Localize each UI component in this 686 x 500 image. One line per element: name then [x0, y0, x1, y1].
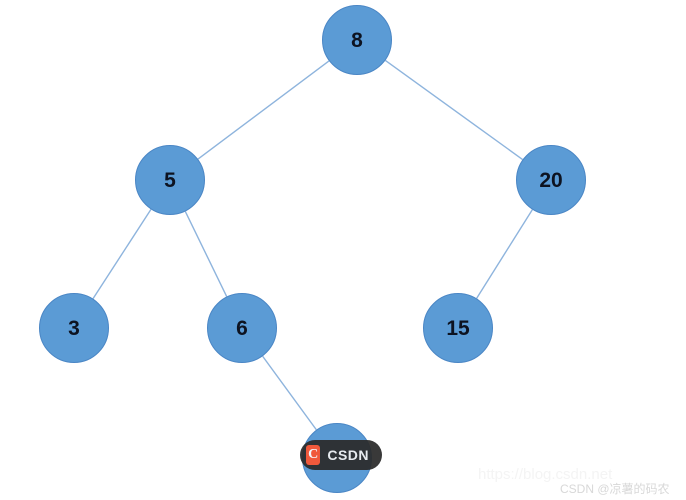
tree-edge: [476, 209, 533, 299]
tree-edge: [92, 208, 152, 300]
tree-edge: [184, 211, 228, 297]
tree-node-3[interactable]: 3: [39, 293, 109, 363]
tree-node-label: 6: [236, 316, 248, 340]
tree-node-6[interactable]: 6: [207, 293, 277, 363]
tree-node-label: 3: [68, 316, 80, 340]
tree-edge: [384, 59, 524, 161]
watermark-url-text: https://blog.csdn.net: [478, 466, 613, 483]
tree-node-label: 15: [446, 316, 470, 340]
csdn-watermark-badge: C CSDN: [300, 440, 382, 470]
tree-edge: [262, 355, 317, 431]
csdn-logo-icon: C: [306, 445, 321, 465]
tree-edge: [197, 60, 330, 160]
tree-node-label: 20: [539, 168, 563, 192]
watermark-credit-text: CSDN @凉薯的码农: [560, 482, 670, 496]
tree-node-8[interactable]: 8: [322, 5, 392, 75]
tree-node-20[interactable]: 20: [516, 145, 586, 215]
csdn-label: CSDN: [327, 447, 369, 463]
tree-node-5[interactable]: 5: [135, 145, 205, 215]
tree-node-label: 5: [164, 168, 176, 192]
tree-node-15[interactable]: 15: [423, 293, 493, 363]
tree-node-label: 8: [351, 28, 363, 52]
